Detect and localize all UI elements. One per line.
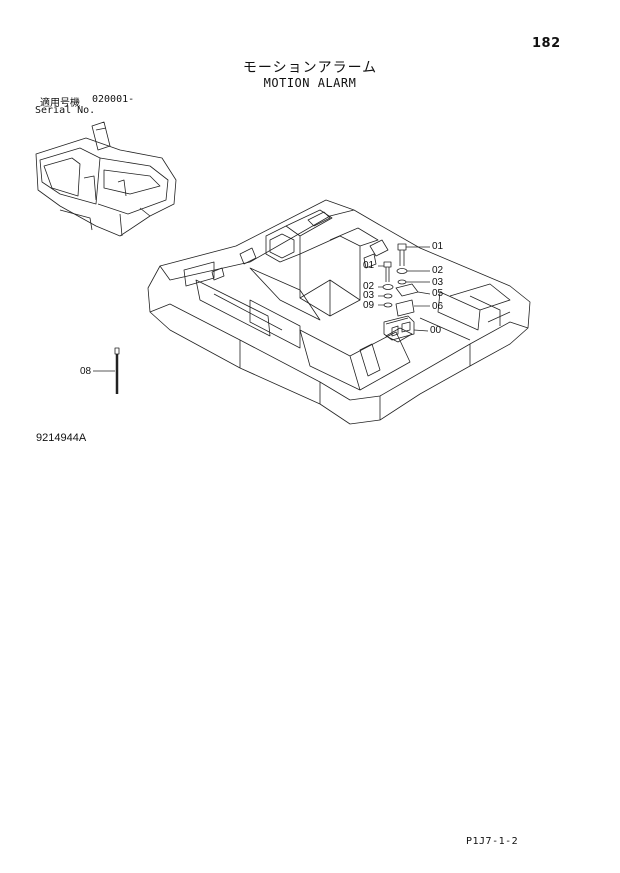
serial-label-japanese: 適用号機 — [40, 98, 80, 109]
bolt-head-01 — [397, 243, 407, 251]
washer-03b — [383, 293, 393, 299]
machine-thumbnail — [35, 121, 177, 237]
bolt-head-01b — [383, 261, 392, 268]
serial-range: 020001- — [92, 94, 135, 105]
callout-02-right: 02 — [432, 265, 444, 276]
footer-code: P1J7-1-2 — [466, 836, 519, 847]
main-frame — [147, 199, 531, 425]
bolt-shank-01b — [385, 267, 390, 282]
title-japanese: モーションアラーム — [242, 60, 378, 76]
clip-06 — [395, 299, 415, 317]
title-english: MOTION ALARM — [263, 76, 357, 90]
cable-tie-head-08 — [114, 347, 120, 355]
callout-03-right: 03 — [432, 277, 444, 288]
washer-03 — [397, 279, 407, 285]
washer-09 — [383, 302, 393, 308]
callout-06: 06 — [432, 301, 444, 312]
callout-00: 00 — [430, 325, 442, 336]
callout-05: 05 — [432, 288, 444, 299]
callout-09: 09 — [363, 300, 375, 311]
callout-02-left: 02 — [363, 281, 375, 292]
drawing-id: 9214944A — [36, 432, 87, 444]
callout-01-right: 01 — [432, 241, 444, 252]
washer-02 — [396, 268, 408, 274]
callout-08: 08 — [80, 366, 92, 377]
bolt-shank-01 — [399, 250, 405, 266]
alarm-unit-00 — [383, 315, 415, 341]
washer-02b — [382, 284, 394, 290]
page-number: 182 — [532, 36, 561, 51]
leader-lines — [93, 246, 431, 372]
serial-label-english: Serial No. — [35, 105, 96, 116]
callout-01-left: 01 — [363, 260, 375, 271]
callout-03-left: 03 — [363, 290, 375, 301]
bracket-05 — [395, 283, 419, 297]
